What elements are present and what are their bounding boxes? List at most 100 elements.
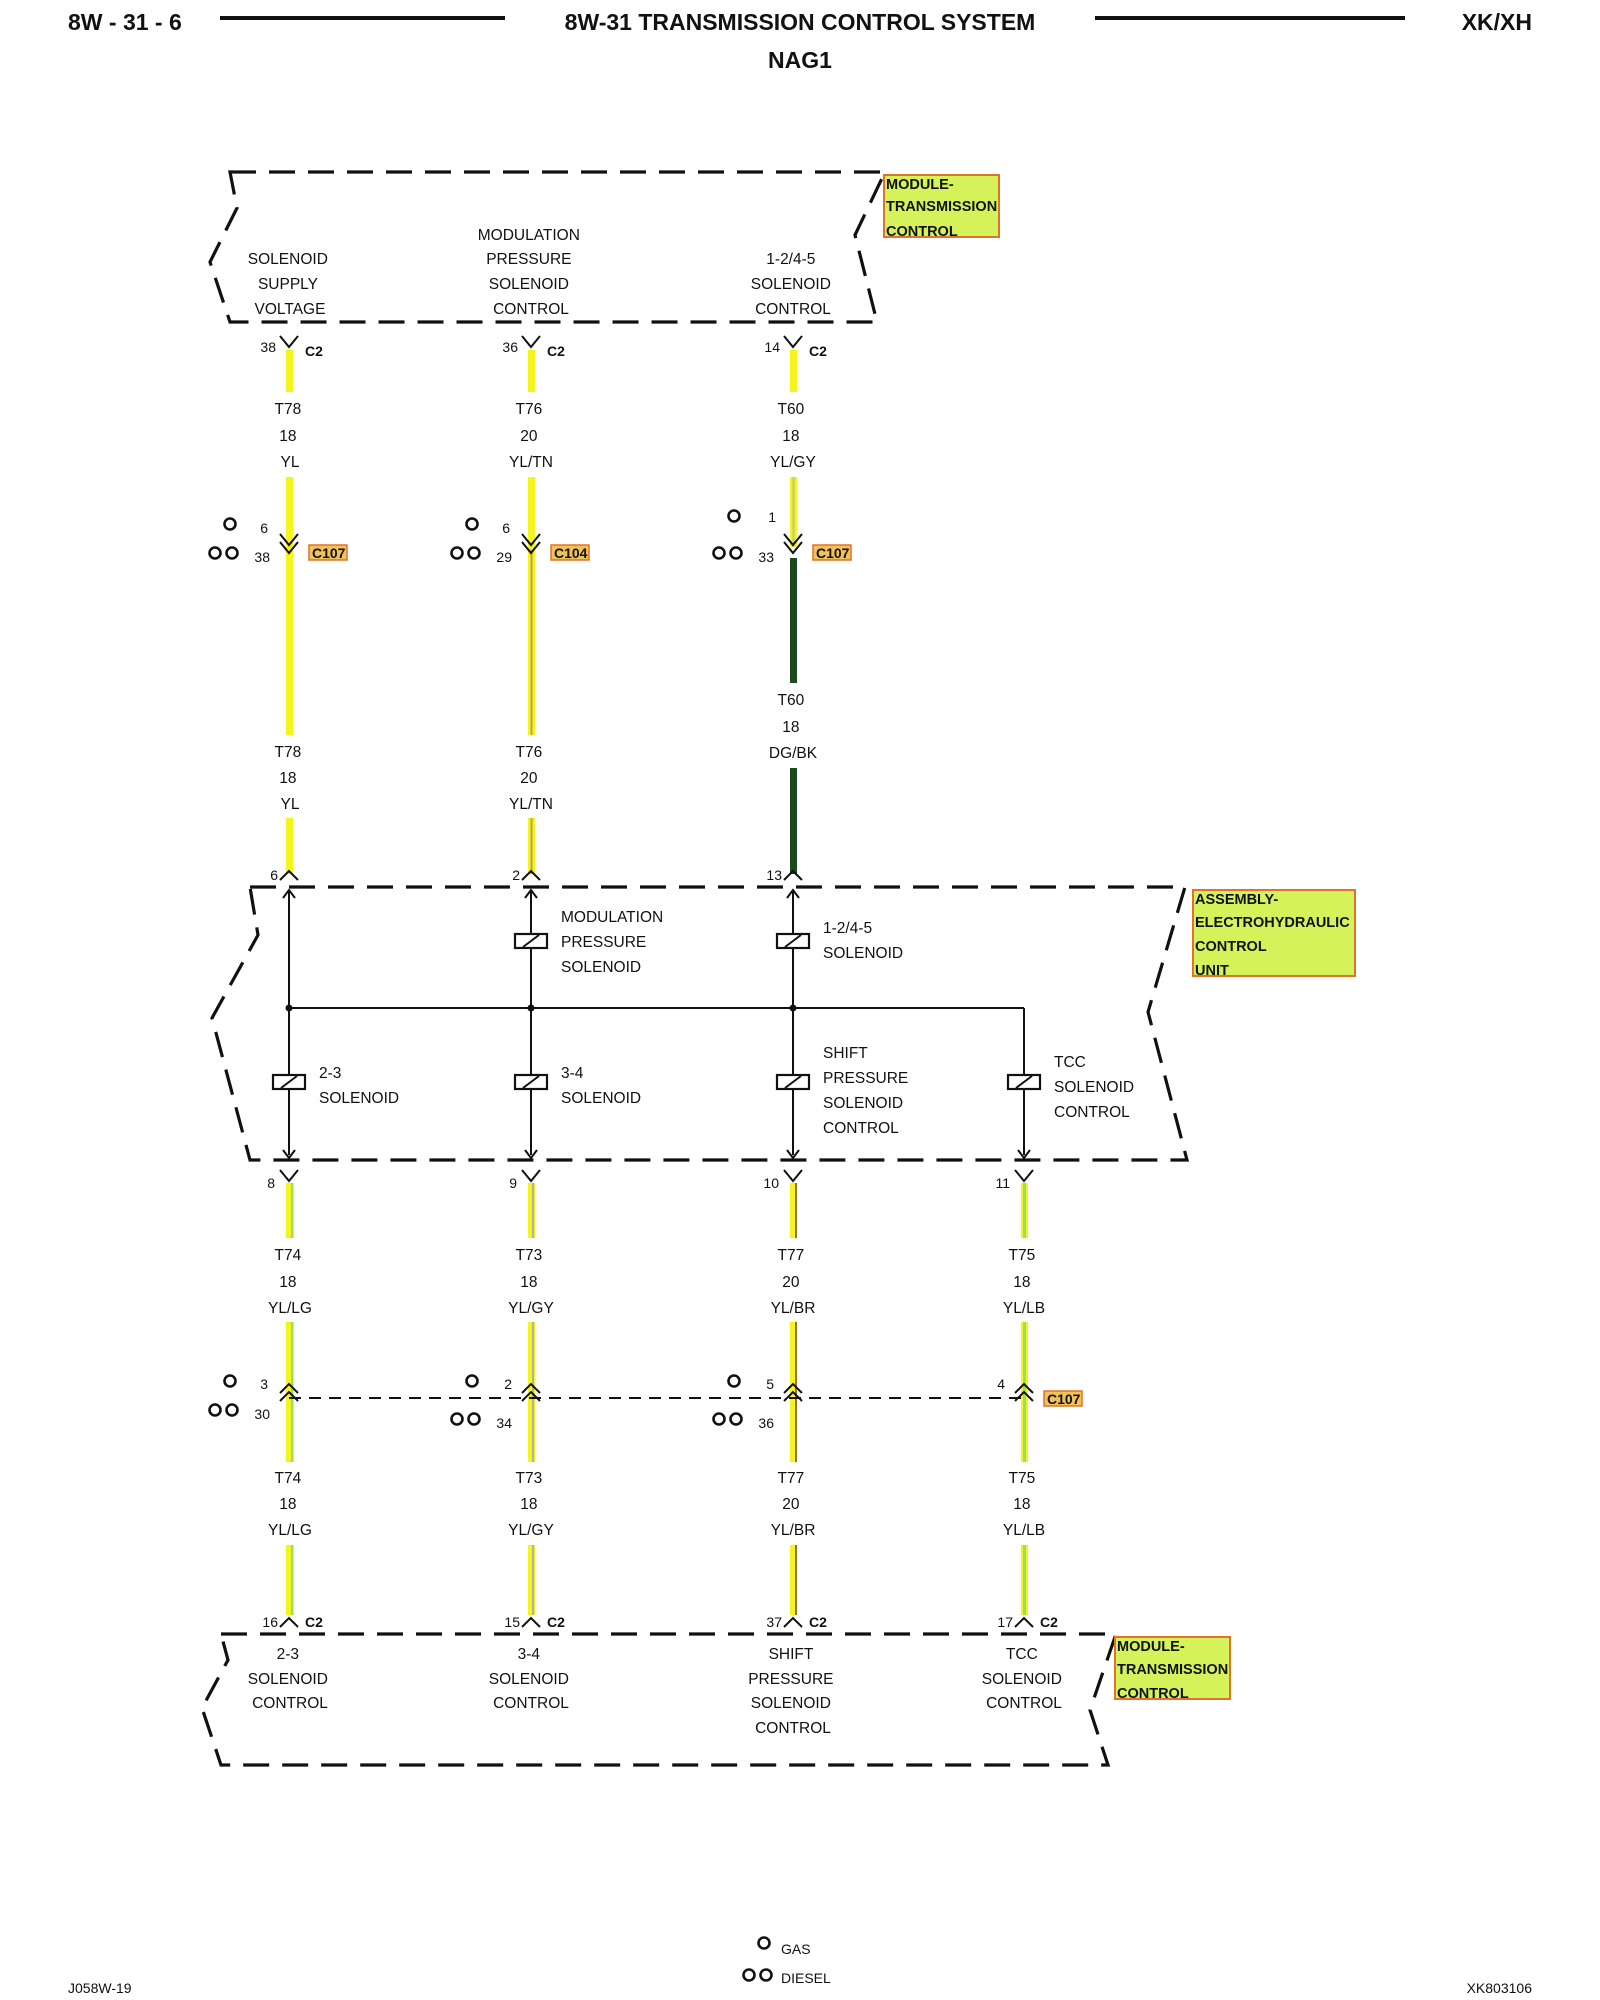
wire-t74-label-b: T74 18 YL/LG [268,1470,312,1539]
wire-t76-top [528,350,535,392]
ehcu-pin-11: 11 [995,1169,1034,1191]
bottom-function-tcc: TCC SOLENOID CONTROL [982,1646,1066,1712]
wire-t60-dark-green [790,558,797,683]
model-code: XK/XH [1462,9,1532,35]
svg-text:8: 8 [267,1175,275,1191]
wire-t60-top [790,350,797,392]
gas-symbol [727,509,741,523]
gas-symbol [465,517,479,531]
svg-text:6: 6 [260,520,268,536]
top-function-1245-control: 1-2/4-5 SOLENOID CONTROL [751,251,835,318]
wire-t78-top [286,350,293,392]
legend-diesel: DIESEL [781,1970,831,1986]
svg-text:33: 33 [758,549,774,565]
bottom-function-2-3: 2-3 SOLENOID CONTROL [248,1646,332,1712]
bottom-pin-15: 15 C2 [504,1614,565,1630]
wire-t73-label-b: T73 18 YL/GY [508,1470,554,1539]
diesel-symbol [742,1968,756,1982]
svg-text:17: 17 [997,1614,1013,1630]
svg-text:C2: C2 [547,343,565,359]
wire-t78-label: T78 18 YL [274,401,305,471]
svg-text:4: 4 [997,1376,1005,1392]
legend-gas: GAS [781,1941,811,1957]
svg-text:29: 29 [496,549,512,565]
wire-t74-label-a: T74 18 YL/LG [268,1247,312,1317]
gas-symbol [465,1374,479,1388]
tcm-top-boundary [208,170,888,324]
shift-pressure-solenoid [775,1073,811,1091]
gas-symbol [223,517,237,531]
tcc-solenoid [1006,1073,1042,1091]
top-pin-14: 14 C2 [764,335,827,359]
ehcu-pin-2: 2 [512,867,541,883]
tcc-solenoid-label: TCC SOLENOID CONTROL [1054,1054,1138,1121]
wire-t60-lower-label: T60 18 DG/BK [769,692,818,762]
solenoid-1245-label: 1-2/4-5 SOLENOID [823,920,903,962]
svg-text:16: 16 [262,1614,278,1630]
wire-t73-label-a: T73 18 YL/GY [508,1247,554,1317]
mid-connector-1: 6 38 C107 [208,517,348,565]
svg-text:13: 13 [766,867,782,883]
page-reference: 8W - 31 - 6 [68,9,182,35]
bottom-function-3-4: 3-4 SOLENOID CONTROL [489,1646,573,1712]
tcm-bottom-boundary [200,1632,1119,1767]
c107-pin-t74: 3 30 [208,1374,299,1422]
footer-left-code: J058W-19 [68,1980,132,1996]
tcm-bottom-name-tag [1114,1636,1231,1700]
svg-text:38: 38 [260,339,276,355]
footer-right-code: XK803106 [1467,1980,1533,1996]
ehcu-name-tag [1192,889,1356,977]
shift-pressure-solenoid-label: SHIFT PRESSURE SOLENOID CONTROL [823,1045,913,1137]
diesel-symbol [712,546,726,560]
bottom-pin-37: 37 C2 [766,1614,827,1630]
ehcu-boundary [210,885,1190,1162]
ehcu-pin-6: 6 [270,867,299,883]
ehcu-pin-9: 9 [509,1169,541,1191]
svg-text:1: 1 [768,509,776,525]
page-title: 8W-31 TRANSMISSION CONTROL SYSTEM [565,9,1036,35]
wire-t60-label: T60 18 YL/GY [770,401,816,471]
wire-t78-middle [286,477,293,735]
svg-text:2: 2 [504,1376,512,1392]
solenoid-3-4 [513,1073,549,1091]
svg-text:C107: C107 [312,545,346,561]
diesel-symbol [450,546,464,560]
solenoid-3-4-label: 3-4 SOLENOID [561,1065,641,1107]
svg-text:C2: C2 [547,1614,565,1630]
wire-t78-lower-label: T78 18 YL [274,744,305,813]
bottom-pin-17: 17 C2 [997,1614,1058,1630]
solenoid-1245 [775,932,811,950]
svg-text:9: 9 [509,1175,517,1191]
top-function-modulation-control: MODULATION PRESSURE SOLENOID CONTROL [478,227,585,318]
svg-text:14: 14 [764,339,780,355]
svg-text:30: 30 [254,1406,270,1422]
page-subtitle: NAG1 [768,47,832,73]
solenoid-2-3-label: 2-3 SOLENOID [319,1065,399,1107]
ehcu-name: ASSEMBLY- ELECTROHYDRAULIC CONTROL UNIT [1195,892,1354,979]
wire-t77-label-a: T77 20 YL/BR [771,1247,816,1317]
svg-text:C2: C2 [305,1614,323,1630]
svg-text:C104: C104 [554,545,588,561]
c107-pin-t77: 5 36 [712,1374,803,1431]
wire-t77-a [790,1183,797,1238]
svg-text:36: 36 [758,1415,774,1431]
tcm-top-name: MODULE- TRANSMISSION CONTROL [886,177,1001,240]
bottom-pin-16: 16 C2 [262,1614,323,1630]
svg-text:C2: C2 [809,1614,827,1630]
svg-text:15: 15 [504,1614,520,1630]
top-pin-38: 38 C2 [260,335,323,359]
c107-pin-t75: 4 C107 [997,1376,1083,1407]
gas-symbol [727,1374,741,1388]
svg-text:37: 37 [766,1614,782,1630]
diesel-symbol [450,1412,464,1426]
gas-symbol [757,1936,771,1950]
ehcu-pin-10: 10 [763,1169,803,1191]
svg-text:C2: C2 [305,343,323,359]
svg-text:5: 5 [766,1376,774,1392]
svg-text:C2: C2 [809,343,827,359]
svg-text:C107: C107 [816,545,850,561]
svg-text:C107: C107 [1047,1391,1081,1407]
bottom-function-shift-pressure: SHIFT PRESSURE SOLENOID CONTROL [748,1646,838,1737]
